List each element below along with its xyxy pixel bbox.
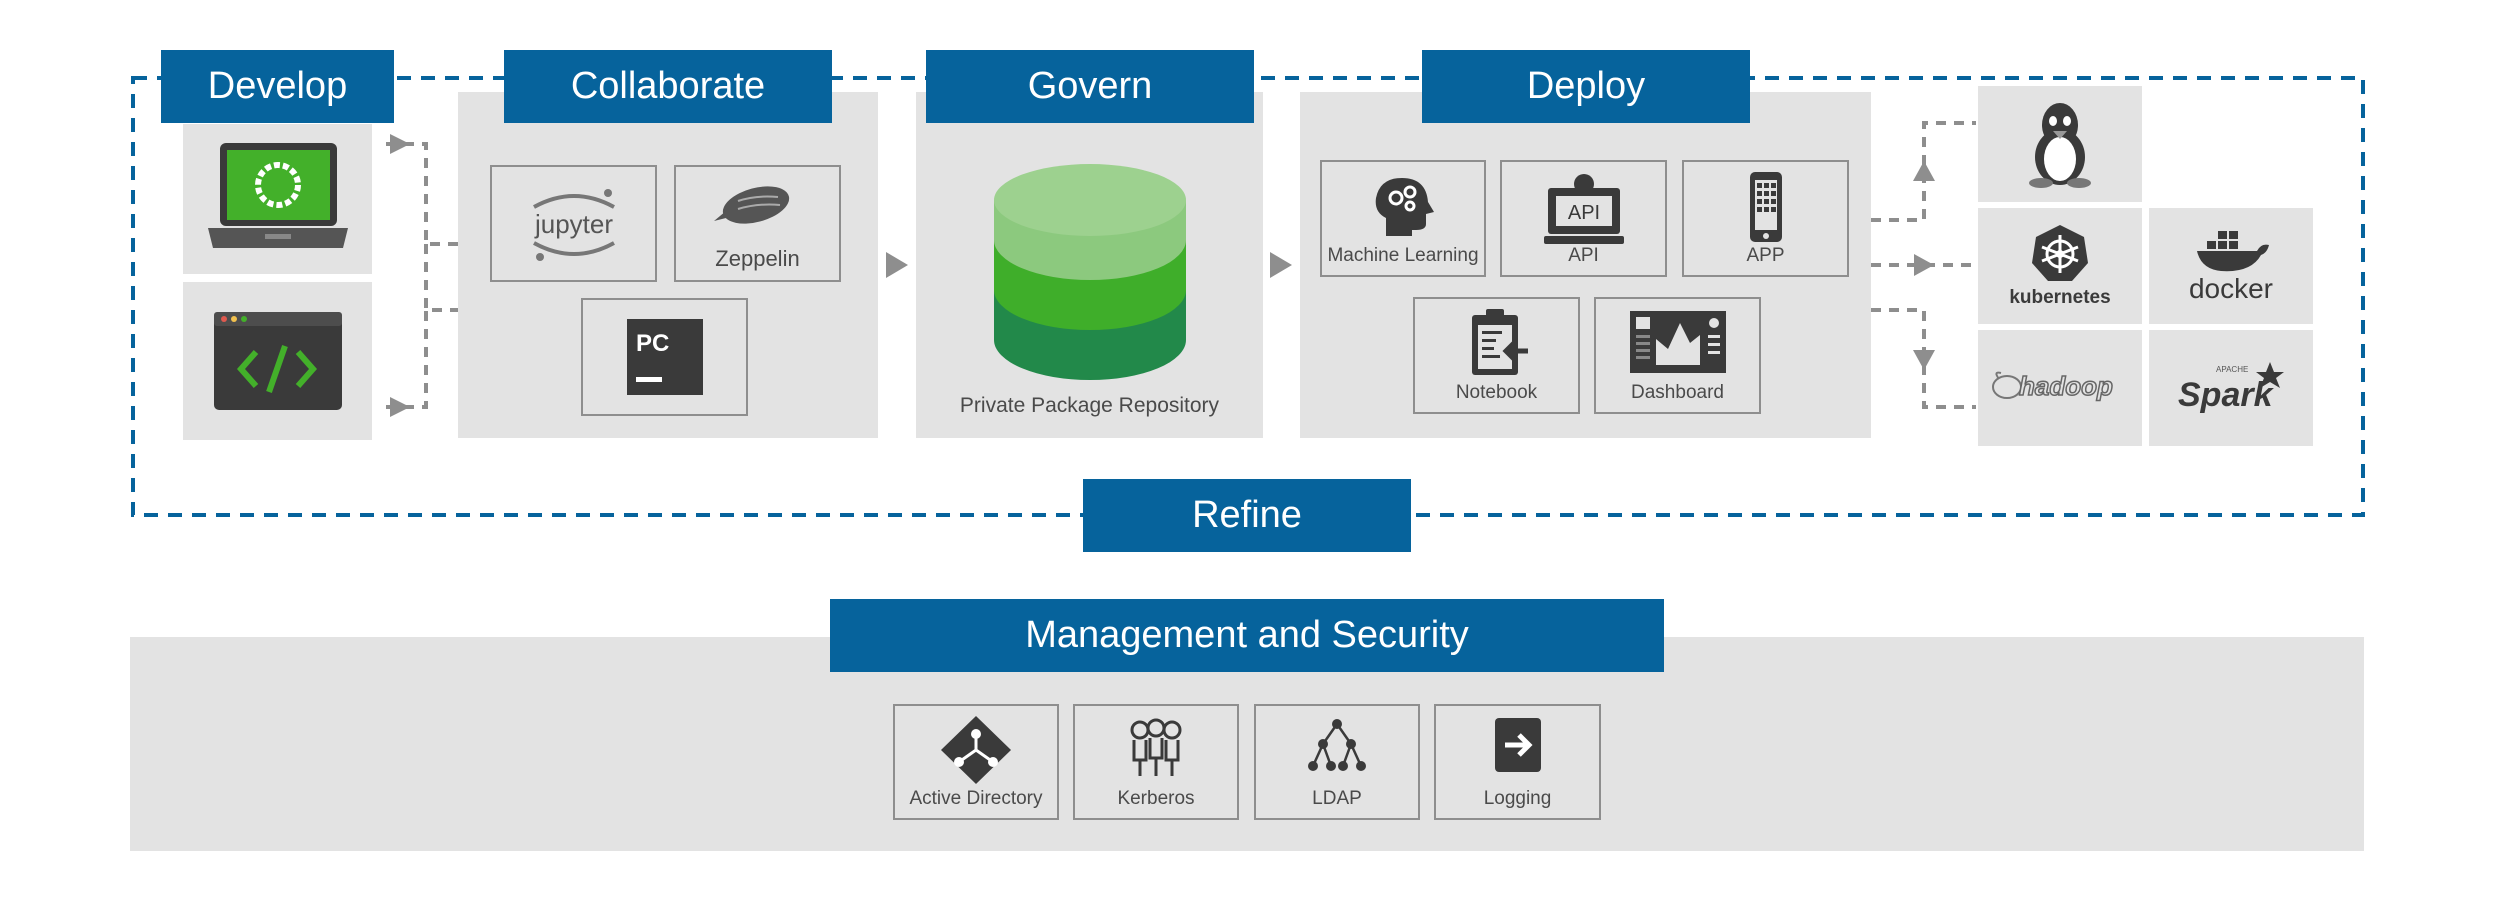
zeppelin-card[interactable]: Zeppelin [674, 165, 841, 282]
zeppelin-icon [713, 186, 789, 224]
machine-learning-card[interactable]: Machine Learning [1320, 160, 1486, 277]
pycharm-card[interactable]: PC [581, 298, 748, 416]
active-directory-card[interactable]: Active Directory [893, 704, 1059, 820]
docker-label: docker [2188, 273, 2274, 304]
logging-signin-icon [1494, 718, 1541, 772]
svg-text:APACHE: APACHE [2216, 365, 2248, 374]
linux-tux-icon [2029, 103, 2091, 188]
ldap-tree-icon [1308, 719, 1366, 771]
linux-tile [1978, 86, 2142, 202]
ldap-card[interactable]: LDAP [1254, 704, 1420, 820]
logging-card[interactable]: Logging [1434, 704, 1601, 820]
notebook-clipboard-icon [1471, 309, 1528, 375]
kerberos-card[interactable]: Kerberos [1073, 704, 1239, 820]
hadoop-logo-icon: hadoop [1992, 370, 2114, 402]
develop-header: Develop [161, 50, 394, 123]
develop-laptop-tile [183, 124, 372, 274]
active-directory-label: Active Directory [909, 788, 1043, 809]
svg-text:hadoop: hadoop [2019, 371, 2113, 401]
apache-spark-logo-icon: APACHE Spark [2178, 362, 2284, 414]
collaborate-header: Collaborate [504, 50, 832, 123]
anaconda-laptop-icon [208, 143, 348, 248]
dashboard-icon [1629, 311, 1726, 373]
svg-text:Spark: Spark [2178, 376, 2275, 414]
notebook-label: Notebook [1455, 382, 1538, 403]
package-repository-icon [994, 164, 1186, 380]
api-monitor-icon: API [1543, 174, 1624, 244]
kubernetes-label: kubernetes [2009, 287, 2111, 308]
svg-text:jupyter: jupyter [533, 209, 612, 239]
jupyter-card[interactable]: jupyter [490, 165, 657, 282]
svg-text:API: API [1567, 202, 1599, 224]
dashboard-label: Dashboard [1631, 382, 1724, 403]
logging-label: Logging [1483, 788, 1552, 809]
ldap-label: LDAP [1312, 788, 1362, 809]
develop-code-tile [183, 282, 372, 440]
jupyter-icon: jupyter [532, 188, 615, 261]
machine-learning-label: Machine Learning [1327, 245, 1479, 266]
mobile-app-icon [1749, 172, 1782, 242]
svg-text:PC: PC [636, 330, 669, 357]
kerberos-icon [1130, 718, 1182, 776]
hadoop-tile: hadoop [1978, 330, 2142, 446]
kubernetes-tile: kubernetes [1978, 208, 2142, 324]
active-directory-icon [941, 716, 1011, 784]
pycharm-icon: PC [626, 319, 703, 395]
private-package-repository-label: Private Package Repository [959, 394, 1220, 417]
docker-tile: docker [2149, 208, 2313, 324]
deploy-panel [1300, 92, 1871, 438]
machine-learning-head-icon [1375, 178, 1434, 236]
management-security-panel [130, 637, 2364, 851]
app-card[interactable]: APP [1682, 160, 1849, 277]
notebook-card[interactable]: Notebook [1413, 297, 1580, 414]
api-card[interactable]: API API [1500, 160, 1667, 277]
zeppelin-label: Zeppelin [715, 246, 800, 271]
deploy-header: Deploy [1422, 50, 1750, 123]
spark-tile: APACHE Spark [2149, 330, 2313, 446]
dashboard-card[interactable]: Dashboard [1594, 297, 1761, 414]
docker-whale-icon [2197, 231, 2269, 272]
govern-header: Govern [926, 50, 1254, 123]
kubernetes-wheel-icon [2032, 225, 2088, 281]
refine-header: Refine [1083, 479, 1411, 552]
app-label: APP [1746, 245, 1785, 266]
code-editor-icon [214, 312, 342, 410]
api-label: API [1568, 245, 1599, 266]
kerberos-label: Kerberos [1117, 788, 1195, 809]
management-security-header: Management and Security [830, 599, 1664, 672]
